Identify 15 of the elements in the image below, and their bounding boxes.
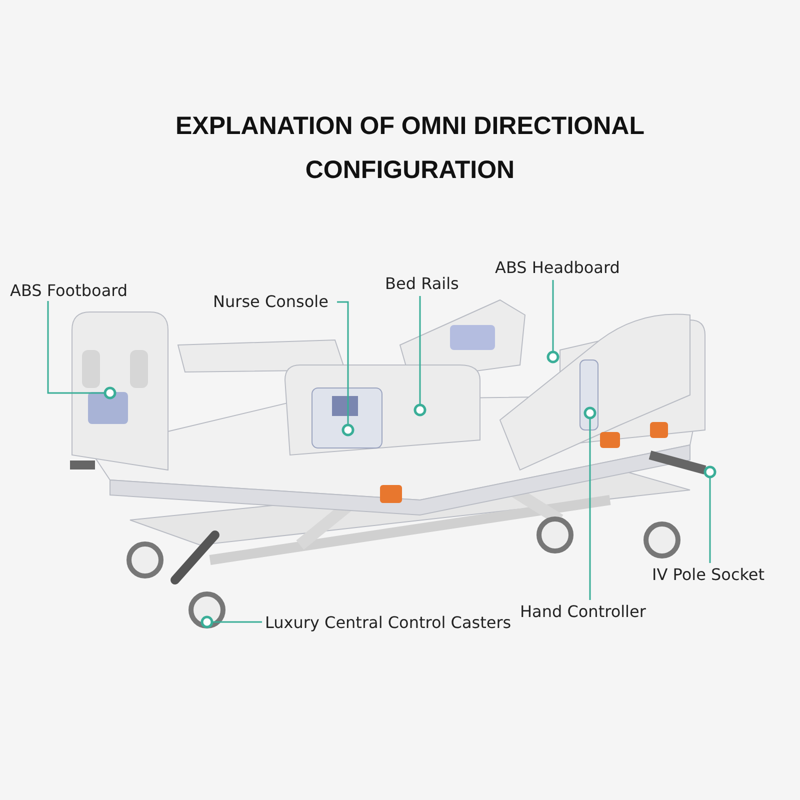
leader-line — [47, 301, 116, 400]
leader-line — [546, 280, 560, 364]
callout-label: Nurse Console — [213, 292, 328, 312]
leader-line — [584, 406, 596, 600]
leader-line — [200, 616, 262, 628]
callout-label: Luxury Central Control Casters — [265, 613, 512, 633]
title: EXPLANATION OF OMNI DIRECTIONAL CONFIGURATION — [174, 111, 646, 186]
callout-label: ABS Footboard — [10, 281, 128, 301]
callout-label: Hand Controller — [520, 602, 646, 622]
callout-label: Bed Rails — [385, 274, 459, 294]
leader-line — [337, 301, 354, 436]
callout-label: ABS Headboard — [495, 258, 620, 278]
leader-line — [414, 296, 426, 416]
callout-label: IV Pole Socket — [652, 565, 765, 585]
leader-line — [704, 466, 716, 563]
